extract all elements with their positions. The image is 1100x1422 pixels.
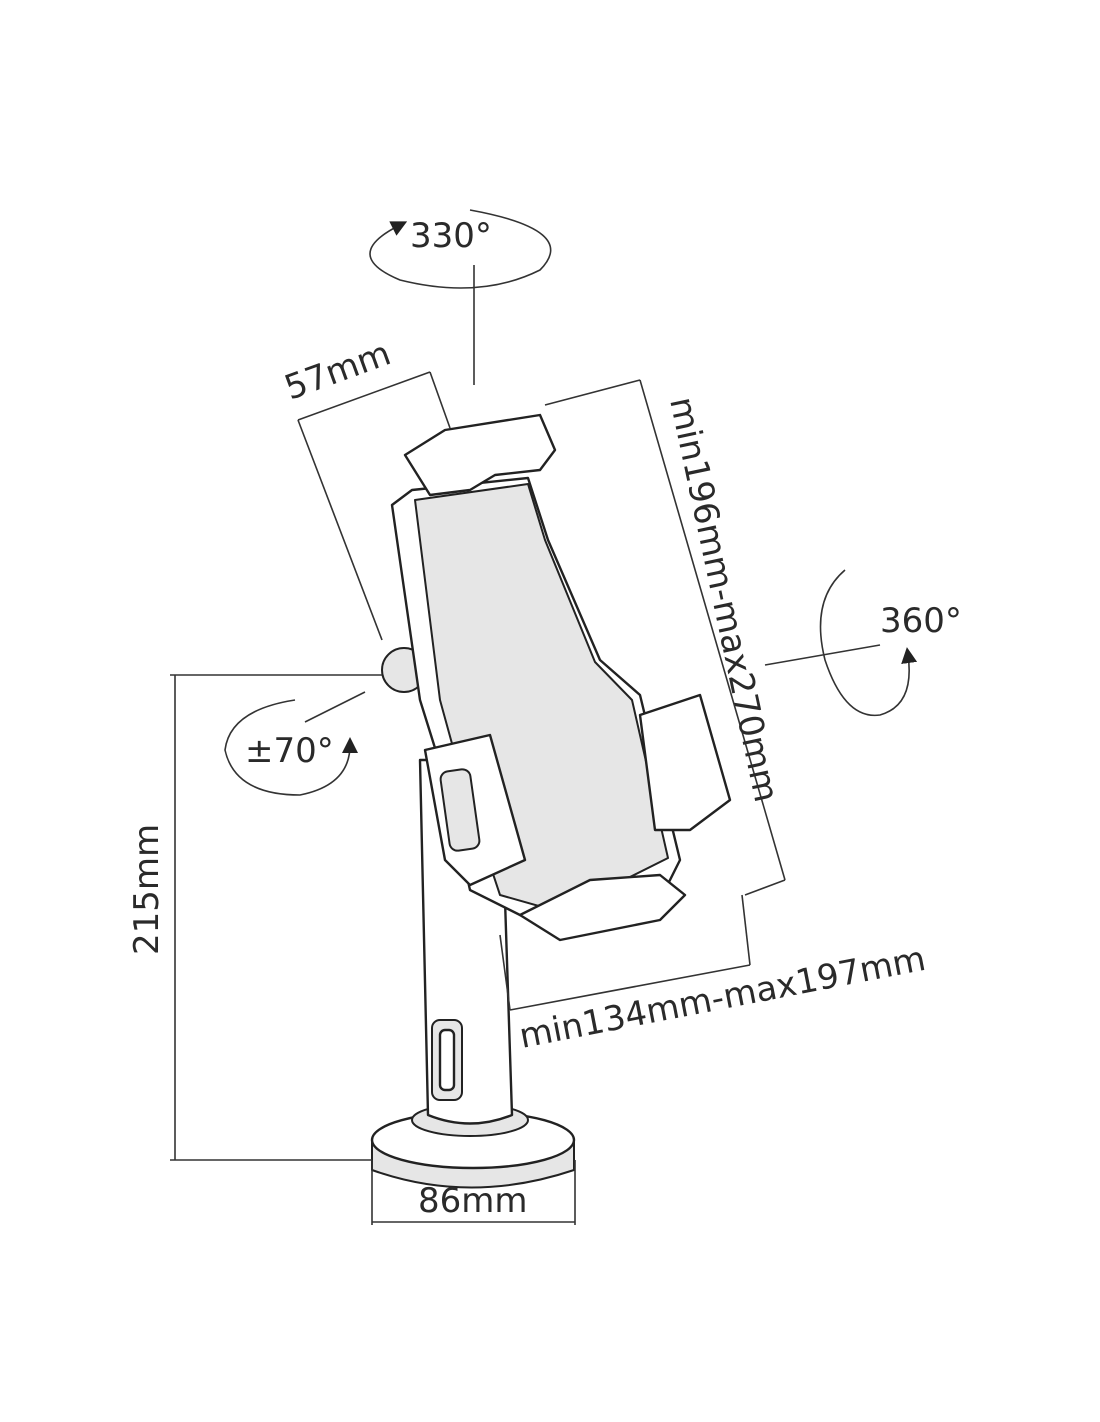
holder-depth-label: 57mm (279, 333, 396, 408)
rotation-arrow-360-icon (819, 569, 918, 717)
rotation-arrow-tilt-icon (224, 699, 358, 796)
holder (390, 413, 732, 942)
top-rotation-label: 330° (410, 216, 492, 256)
tablet-stand-drawing (370, 413, 732, 1189)
base-diameter-label: 86mm (418, 1181, 528, 1221)
dimension-lines (170, 209, 918, 1225)
tilt-label: ±70° (245, 731, 334, 771)
side-rotation-label: 360° (880, 601, 962, 641)
stand-height-label: 215mm (127, 824, 167, 955)
rotation-arrow-330-icon (369, 209, 552, 289)
